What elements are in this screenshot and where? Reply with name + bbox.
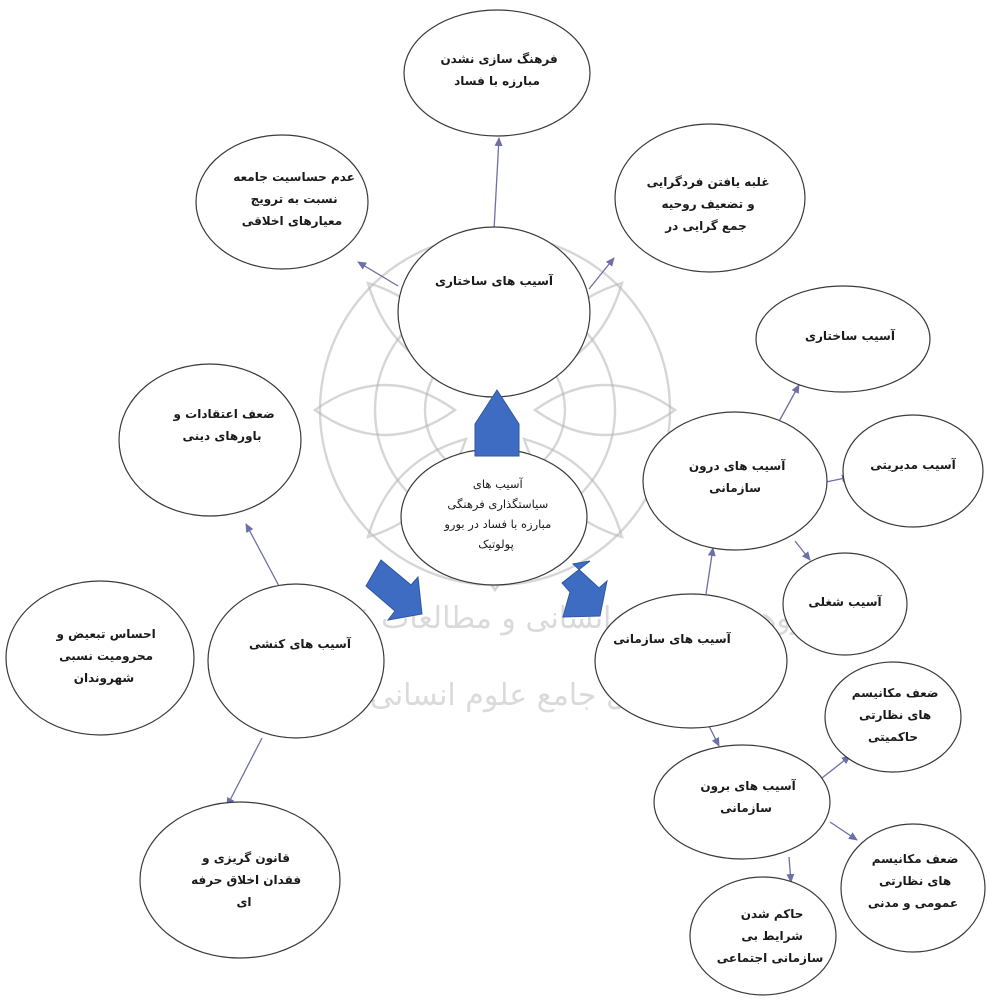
label-public-oversight: ضعف مکانیسم های نظارتی عمومی و مدنی: [868, 852, 959, 911]
edge-structural-to-insensitivity: [357, 261, 399, 287]
label-outer-org-damages: آسیب های برون سازمانی: [696, 778, 796, 815]
block-arrow-down-left: [365, 559, 423, 621]
label-organizational-damages: آسیب های سازمانی: [613, 631, 731, 646]
node-weak-beliefs: ضعف اعتقادات و باورهای دینی: [118, 363, 302, 517]
label-inner-org-damages: آسیب های درون سازمانی: [685, 458, 787, 495]
node-center-topic: آسیب های سیاستگذاری فرهنگی مبارزه با فسا…: [400, 448, 588, 586]
edge-outer-to-public: [829, 821, 858, 841]
connector-edges: [226, 137, 858, 883]
label-center-topic: آسیب های سیاستگذاری فرهنگی مبارزه با فسا…: [441, 477, 552, 552]
node-society-insensitivity: عدم حساسیت جامعه نسبت به ترویج معیارهای …: [195, 134, 369, 270]
block-arrows: [365, 389, 608, 621]
label-culture-fight-corruption: فرهنگ سازی نشدن مبارزه با فساد: [436, 52, 557, 88]
node-gov-oversight: ضعف مکانیسم های نظارتی حاکمیتی: [824, 661, 962, 773]
label-behavioral-damages: آسیب های کنشی: [249, 636, 352, 651]
node-inner-structural: آسیب ساختاری: [755, 285, 931, 393]
node-outer-org-damages: آسیب های برون سازمانی: [653, 744, 831, 860]
label-managerial: آسیب مدیریتی: [870, 457, 956, 472]
node-inner-org-damages: آسیب های درون سازمانی: [642, 411, 828, 551]
label-structural-damages: آسیب های ساختاری: [435, 273, 554, 288]
node-discrimination: احساس تبعیض و محرومیت نسبی شهروندان: [5, 580, 195, 736]
edge-behavioral-to-law: [226, 737, 263, 807]
label-weak-beliefs: ضعف اعتقادات و باورهای دینی: [169, 407, 274, 444]
edge-inner-to-occupational: [794, 540, 811, 561]
label-gov-oversight: ضعف مکانیسم های نظارتی حاکمیتی: [848, 686, 939, 744]
label-individualism: غلبه یافتن فردگرایی و تضعیف روحیه جمع گر…: [642, 175, 769, 233]
block-arrow-up: [474, 389, 520, 457]
edge-behavioral-to-beliefs: [245, 523, 280, 587]
label-social-disorganization: حاکم شدن شرایط بی سازمانی اجتماعی: [717, 907, 824, 965]
ellipse-structural-damages: [397, 226, 591, 398]
node-public-oversight: ضعف مکانیسم های نظارتی عمومی و مدنی: [840, 823, 986, 953]
label-law-evasion: قانون گریزی و فقدان اخلاق حرفه ای: [187, 851, 301, 909]
node-law-evasion: قانون گریزی و فقدان اخلاق حرفه ای: [139, 801, 341, 959]
label-society-insensitivity: عدم حساسیت جامعه نسبت به ترویج معیارهای …: [229, 170, 355, 228]
node-occupational: آسیب شغلی: [782, 552, 908, 656]
edge-outer-to-social: [786, 856, 795, 883]
edge-structural-to-individualism: [588, 257, 615, 290]
node-individualism: غلبه یافتن فردگرایی و تضعیف روحیه جمع گر…: [614, 123, 806, 273]
node-organizational-damages: آسیب های سازمانی: [594, 593, 788, 729]
edge-org-to-inner: [705, 547, 716, 595]
node-structural-damages: آسیب های ساختاری: [397, 226, 591, 398]
label-inner-structural: آسیب ساختاری: [805, 328, 896, 343]
edge-structural-to-culture: [493, 137, 503, 231]
node-culture-fight-corruption: فرهنگ سازی نشدن مبارزه با فساد: [403, 9, 591, 137]
node-managerial: آسیب مدیریتی: [842, 414, 984, 528]
node-social-disorganization: حاکم شدن شرایط بی سازمانی اجتماعی: [689, 876, 837, 996]
node-behavioral-damages: آسیب های کنشی: [207, 583, 385, 739]
label-discrimination: احساس تبعیض و محرومیت نسبی شهروندان: [52, 627, 156, 686]
edge-outer-to-gov: [821, 755, 851, 779]
block-arrow-down-right: [561, 560, 608, 618]
label-occupational: آسیب شغلی: [808, 594, 882, 609]
